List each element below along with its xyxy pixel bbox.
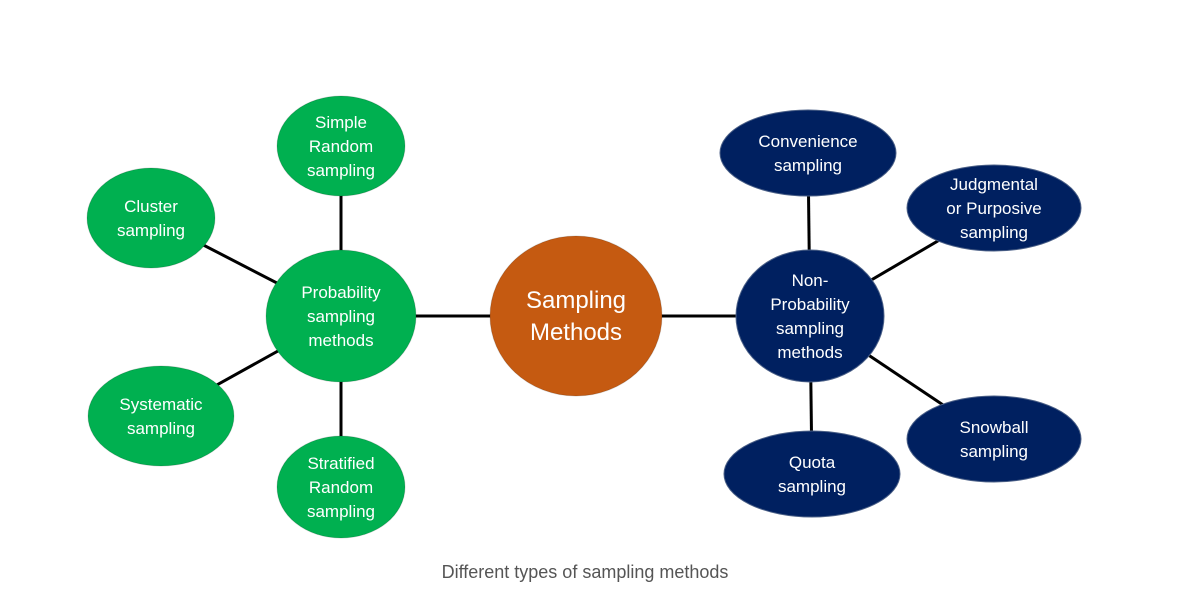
hub-node-non-probability-sampling-methods-shape [735,249,885,383]
leaf-node-simple-random-sampling-label-line: Random [309,137,373,156]
leaf-node-systematic-sampling-label: Systematic sampling [119,395,203,438]
leaf-node-cluster-sampling-label: Cluster sampling [117,197,185,240]
leaf-node-snowball-sampling: Snowball sampling [906,395,1082,483]
leaf-node-systematic-sampling-shape [87,365,235,467]
leaf-node-stratified-random-sampling-label-line: Stratified [307,454,374,473]
hub-node-probability-sampling-methods-label-line: Probability [301,283,381,302]
leaf-node-judgmental-or-purposive-sampling-label-line: Judgmental [950,175,1038,194]
leaf-node-cluster-sampling-label-line: Cluster [124,197,178,216]
leaf-node-judgmental-or-purposive-sampling-label-line: sampling [960,223,1028,242]
leaf-node-simple-random-sampling-shape [276,95,406,197]
leaf-node-judgmental-or-purposive-sampling-label: Judgmental or Purposive sampling [946,175,1041,242]
leaf-node-convenience-sampling-shape [719,109,897,197]
hub-node-probability-sampling-methods-label-line: methods [308,331,373,350]
leaf-node-stratified-random-sampling-shape [276,435,406,539]
hub-node-non-probability-sampling-methods-label-line: sampling [776,319,844,338]
leaf-node-stratified-random-sampling-label-line: Random [309,478,373,497]
hub-node-probability-sampling-methods-shape [265,249,417,383]
leaf-node-snowball-sampling-label-line: sampling [960,442,1028,461]
hub-node-non-probability-sampling-methods-label-line: methods [777,343,842,362]
leaf-node-convenience-sampling-label-line: Convenience [758,132,857,151]
center-node-sampling-methods-label-line: Sampling [526,287,626,314]
hub-node-probability-sampling-methods-label: Probability sampling methods [301,283,381,350]
leaf-node-judgmental-or-purposive-sampling-label-line: or Purposive [946,199,1041,218]
leaf-node-snowball-sampling-shape [906,395,1082,483]
hub-node-non-probability-sampling-methods: Non- Probability sampling methods [735,249,885,383]
leaf-node-cluster-sampling: Cluster sampling [86,167,216,269]
hub-node-probability-sampling-methods: Probability sampling methods [265,249,417,383]
leaf-node-quota-sampling-label: Quota sampling [778,453,846,496]
leaf-node-quota-sampling: Quota sampling [723,430,901,518]
leaf-node-judgmental-or-purposive-sampling: Judgmental or Purposive sampling [906,164,1082,252]
leaf-node-simple-random-sampling-label-line: Simple [315,113,367,132]
leaf-node-convenience-sampling: Convenience sampling [719,109,897,197]
leaf-node-quota-sampling-shape [723,430,901,518]
leaf-node-systematic-sampling-label-line: Systematic [119,395,203,414]
leaf-node-cluster-sampling-label-line: sampling [117,221,185,240]
hub-node-non-probability-sampling-methods-label-line: Non- [792,271,829,290]
hub-node-non-probability-sampling-methods-label: Non- Probability sampling methods [770,271,850,362]
leaf-node-convenience-sampling-label: Convenience sampling [758,132,857,175]
leaf-node-convenience-sampling-label-line: sampling [774,156,842,175]
leaf-node-judgmental-or-purposive-sampling-shape [906,164,1082,252]
leaf-node-cluster-sampling-shape [86,167,216,269]
leaf-node-snowball-sampling-label-line: Snowball [960,418,1029,437]
center-node-sampling-methods-shape [489,235,663,397]
leaf-node-quota-sampling-label-line: Quota [789,453,836,472]
hub-node-probability-sampling-methods-label-line: sampling [307,307,375,326]
leaf-node-snowball-sampling-label: Snowball sampling [960,418,1029,461]
center-node-sampling-methods-label-line: Methods [530,319,622,346]
leaf-node-simple-random-sampling-label-line: sampling [307,161,375,180]
leaf-node-systematic-sampling-label-line: sampling [127,419,195,438]
leaf-node-systematic-sampling: Systematic sampling [87,365,235,467]
leaf-node-quota-sampling-label-line: sampling [778,477,846,496]
leaf-node-stratified-random-sampling-label-line: sampling [307,502,375,521]
figure-caption: Different types of sampling methods [441,562,729,582]
hub-node-non-probability-sampling-methods-label-line: Probability [770,295,850,314]
